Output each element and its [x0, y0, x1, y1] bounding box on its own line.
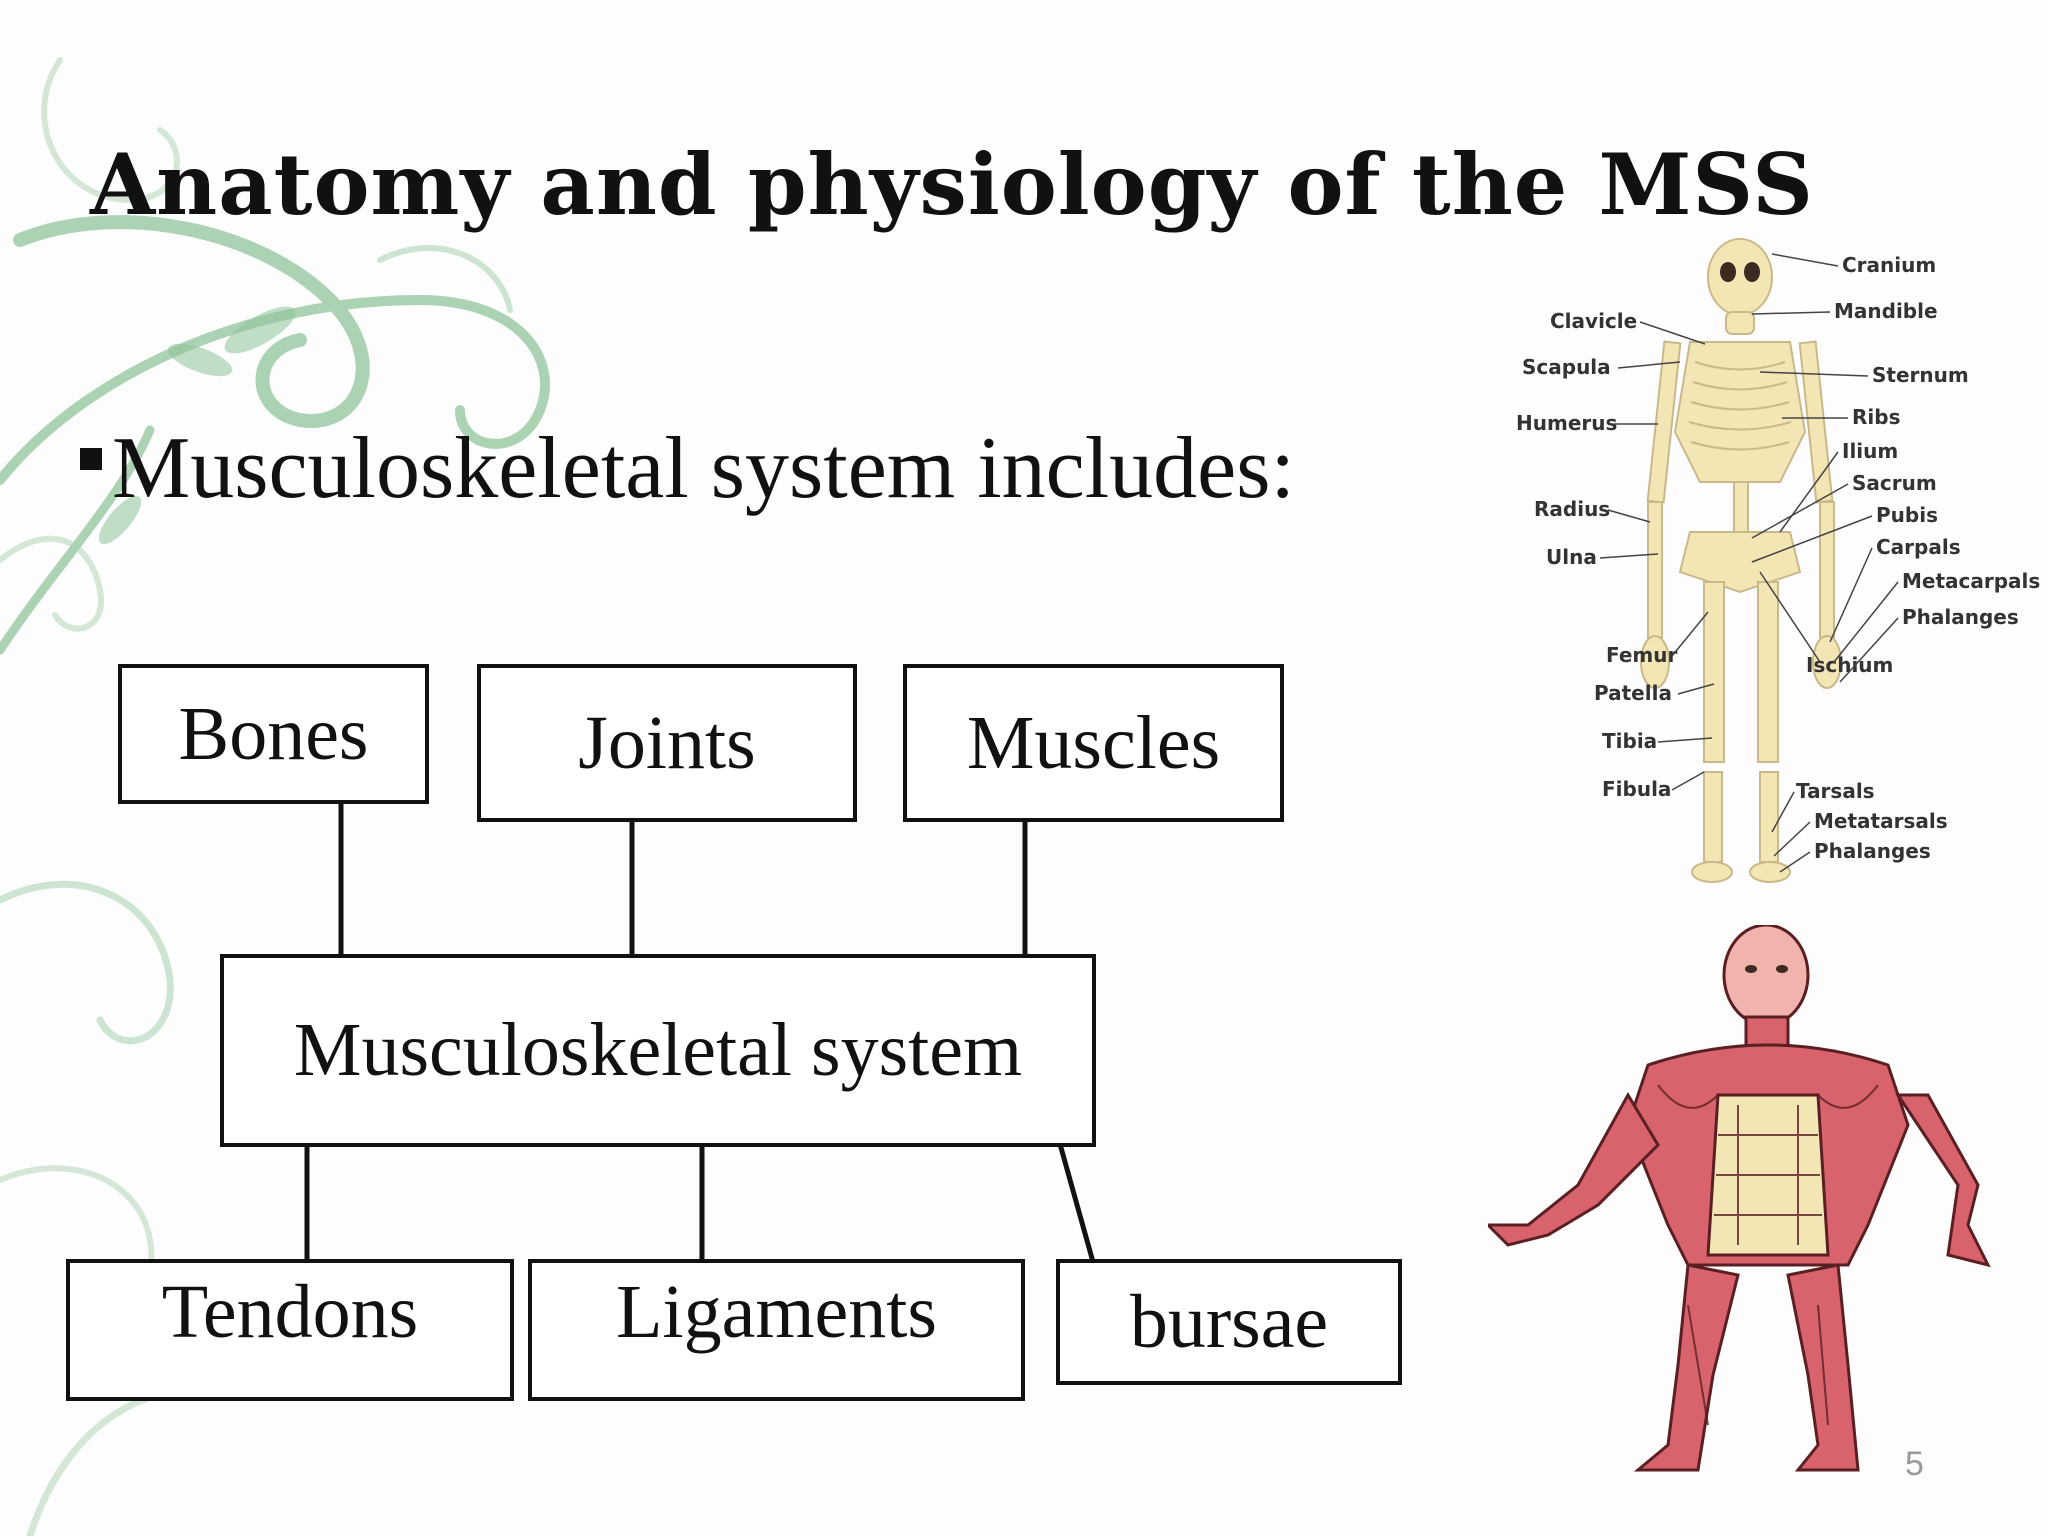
- node-joints: Joints: [477, 664, 857, 822]
- label-clavicle: Clavicle: [1550, 309, 1637, 333]
- label-ulna: Ulna: [1546, 545, 1597, 569]
- label-sternum: Sternum: [1872, 363, 1969, 387]
- skeleton-illustration: Clavicle Scapula Humerus Radius Ulna Fem…: [1516, 238, 2040, 883]
- slide-title: Anatomy and physiology of the MSS: [90, 135, 1814, 234]
- label-ribs: Ribs: [1852, 405, 1900, 429]
- bullet-square-icon: [80, 447, 102, 470]
- node-bones: Bones: [118, 664, 429, 804]
- bullet-text: Musculoskeletal system includes:: [112, 420, 1295, 517]
- label-radius: Radius: [1534, 497, 1610, 521]
- label-scapula: Scapula: [1522, 355, 1611, 379]
- label-tibia: Tibia: [1602, 729, 1657, 753]
- label-carpals: Carpals: [1876, 535, 1961, 559]
- label-fibula: Fibula: [1602, 777, 1671, 801]
- label-ischium: Ischium: [1806, 653, 1893, 677]
- label-metatarsals: Metatarsals: [1814, 809, 1948, 833]
- label-humerus: Humerus: [1516, 411, 1617, 435]
- node-muscles: Muscles: [903, 664, 1284, 822]
- label-sacrum: Sacrum: [1852, 471, 1937, 495]
- label-metacarpals: Metacarpals: [1902, 569, 2040, 593]
- page-number: 5: [1905, 1445, 1924, 1483]
- label-ilium: Ilium: [1842, 439, 1898, 463]
- label-phalanges-foot: Phalanges: [1814, 839, 1931, 863]
- connector-bursae: [1057, 1143, 1096, 1263]
- label-phalanges-hand: Phalanges: [1902, 605, 2019, 629]
- node-musculoskeletal-system: Musculoskeletal system: [220, 954, 1096, 1147]
- label-patella: Patella: [1594, 681, 1672, 705]
- node-ligaments: Ligaments: [528, 1259, 1025, 1401]
- node-tendons: Tendons: [66, 1259, 514, 1401]
- muscle-figure-illustration: [1488, 925, 1991, 1472]
- label-tarsals: Tarsals: [1796, 779, 1875, 803]
- swirl-decoration: [0, 57, 550, 1536]
- label-cranium: Cranium: [1842, 253, 1936, 277]
- bullet-point: Musculoskeletal system includes:: [80, 418, 1295, 519]
- node-bursae: bursae: [1056, 1259, 1402, 1385]
- label-femur: Femur: [1606, 643, 1677, 667]
- label-pubis: Pubis: [1876, 503, 1938, 527]
- label-mandible: Mandible: [1834, 299, 1938, 323]
